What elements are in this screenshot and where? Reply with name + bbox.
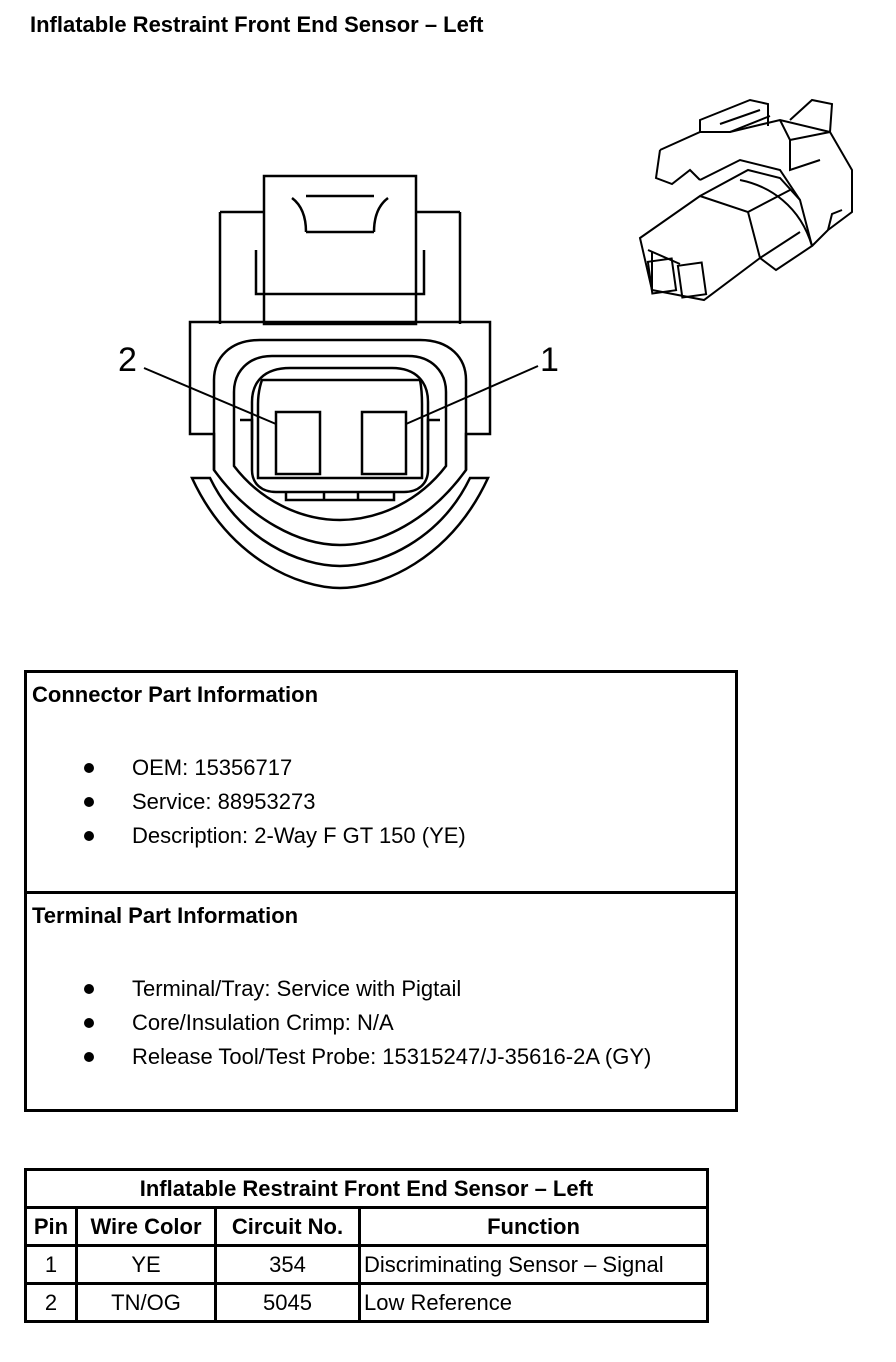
table-row: 2 TN/OG 5045 Low Reference [24, 1282, 709, 1323]
terminal-cavity-pin-2 [274, 410, 322, 476]
connector-part-list: OEM: 15356717 Service: 88953273 Descript… [27, 751, 466, 853]
bullet-icon [84, 763, 94, 773]
bullet-icon [84, 984, 94, 994]
pin-table-caption: Inflatable Restraint Front End Sensor – … [24, 1168, 709, 1209]
pin-cell: 2 [24, 1282, 78, 1323]
pin-label-2: 2 [118, 341, 137, 379]
table-row: 1 YE 354 Discriminating Sensor – Signal [24, 1244, 709, 1285]
circuit-no-cell: 5045 [214, 1282, 361, 1323]
wire-color-cell: YE [75, 1244, 217, 1285]
list-item: Core/Insulation Crimp: N/A [27, 1006, 651, 1040]
list-item: Release Tool/Test Probe: 15315247/J-3561… [27, 1040, 651, 1074]
connector-part-information: Connector Part Information OEM: 15356717… [27, 673, 735, 894]
bullet-icon [84, 797, 94, 807]
terminal-part-information-heading: Terminal Part Information [32, 903, 299, 928]
connector-latch [262, 174, 418, 326]
connector-part-information-heading: Connector Part Information [32, 682, 319, 707]
list-item: Service: 88953273 [27, 785, 466, 819]
column-header-wire-color: Wire Color [75, 1206, 217, 1247]
terminal-part-information: Terminal Part Information Terminal/Tray:… [27, 894, 735, 1109]
pin-table-header-row: Pin Wire Color Circuit No. Function [24, 1206, 709, 1247]
circuit-no-cell: 354 [214, 1244, 361, 1285]
connector-isometric-illustration [638, 98, 853, 302]
connector-face-diagram [143, 174, 539, 590]
bullet-icon [84, 1052, 94, 1062]
terminal-part-list: Terminal/Tray: Service with Pigtail Core… [27, 972, 651, 1074]
pin-label-1: 1 [540, 341, 559, 379]
list-item: Terminal/Tray: Service with Pigtail [27, 972, 651, 1006]
column-header-function: Function [358, 1206, 709, 1247]
part-information-box: Connector Part Information OEM: 15356717… [24, 670, 738, 1112]
column-header-pin: Pin [24, 1206, 78, 1247]
page-title: Inflatable Restraint Front End Sensor – … [30, 12, 484, 37]
bullet-icon [84, 1018, 94, 1028]
column-header-circuit-no: Circuit No. [214, 1206, 361, 1247]
terminal-cavity-pin-1 [360, 410, 408, 476]
list-item: OEM: 15356717 [27, 751, 466, 785]
list-item: Description: 2-Way F GT 150 (YE) [27, 819, 466, 853]
wire-color-cell: TN/OG [75, 1282, 217, 1323]
pin-table: Inflatable Restraint Front End Sensor – … [24, 1168, 709, 1323]
pin-1-leader [405, 365, 539, 425]
pin-2-leader [143, 367, 277, 425]
connector-body [188, 320, 492, 547]
function-cell: Discriminating Sensor – Signal [358, 1244, 709, 1285]
pin-cell: 1 [24, 1244, 78, 1285]
function-cell: Low Reference [358, 1282, 709, 1323]
bullet-icon [84, 831, 94, 841]
